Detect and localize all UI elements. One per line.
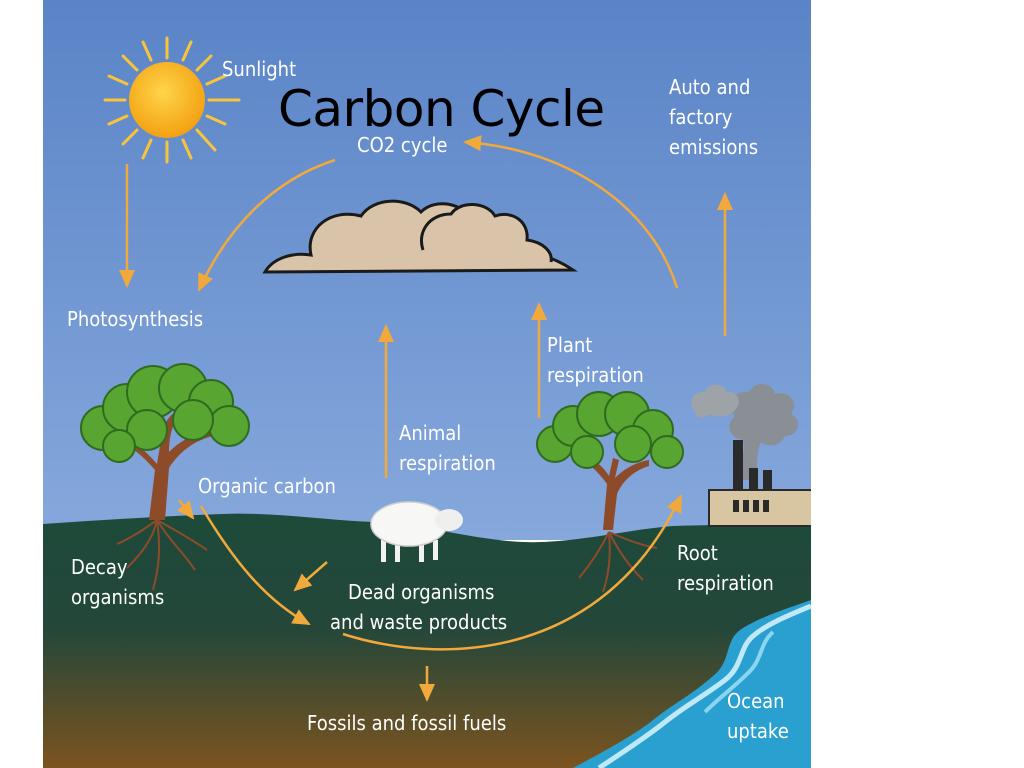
label-ocean-uptake: Ocean uptake [727,689,789,743]
cycle-arrows [119,135,733,702]
cloud-icon [262,199,578,274]
sheep-icon [370,501,463,562]
arrow-to-dead-organisms [293,561,328,592]
label-waste-products: and waste products [330,610,508,634]
arrow-to-co2-cycle [463,135,679,289]
tree-right-icon [536,391,684,530]
label-plant-respiration: Plant respiration [547,333,644,387]
ocean [573,600,811,768]
arrow-dead-to-root [342,494,683,651]
label-photosynthesis: Photosynthesis [67,307,204,331]
arrow-to-decay [176,499,195,520]
label-fossils: Fossils and fossil fuels [307,711,507,735]
label-organic-carbon: Organic carbon [198,474,336,498]
label-decay-organisms: Decay organisms [71,555,165,609]
smoke-icon [691,383,799,480]
arrow-organic-carbon-to-dead [199,505,311,626]
sun-icon [103,36,241,164]
label-root-respiration: Root respiration [677,541,774,595]
label-dead-organisms: Dead organisms [348,580,495,604]
label-auto-factory-emissions: Auto and factory emissions [669,75,759,159]
ground [43,513,811,768]
factory-icon [708,440,811,527]
roots-right [578,531,658,593]
page-title: Carbon Cycle [278,80,605,138]
label-co2-cycle: CO2 cycle [357,133,448,157]
label-sunlight: Sunlight [222,57,297,81]
roots-left [116,519,208,591]
carbon-cycle-diagram [43,0,811,768]
arrow-co2-to-photosynthesis [197,158,336,292]
tree-left-icon [80,363,250,520]
label-animal-respiration: Animal respiration [399,421,496,475]
